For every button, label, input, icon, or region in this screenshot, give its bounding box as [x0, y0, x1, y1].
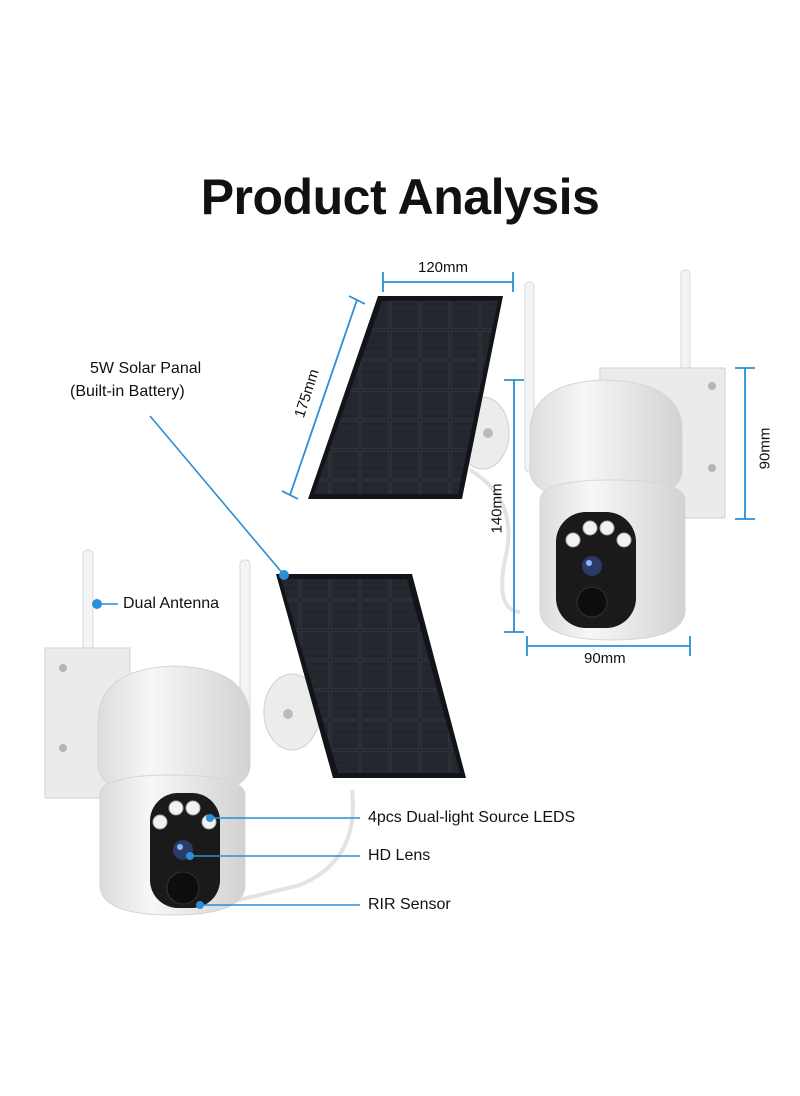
- page-title: Product Analysis: [200, 169, 600, 225]
- dimension-lines: [281, 272, 755, 656]
- top-solar-panel: [308, 296, 503, 499]
- callout-dual-antenna: Dual Antenna: [123, 595, 220, 612]
- top-camera: [524, 269, 726, 641]
- callout-solar-panel: 5W Solar Panal: [90, 360, 202, 377]
- dim-panel-width: 120mm: [418, 259, 469, 276]
- callout-leds: 4pcs Dual-light Source LEDS: [368, 809, 576, 826]
- callout-hd-lens: HD Lens: [368, 847, 431, 864]
- callout-dots: [92, 570, 289, 909]
- dim-camera-width: 90mm: [584, 650, 626, 667]
- bottom-camera: [44, 549, 251, 916]
- callout-solar-panel-battery: (Built-in Battery): [70, 383, 185, 400]
- bottom-solar-panel: [276, 574, 466, 778]
- callout-rir-sensor: RIR Sensor: [368, 896, 451, 913]
- dim-camera-body-height: 90mm: [756, 427, 774, 470]
- dim-camera-total-height: 140mm: [488, 483, 506, 534]
